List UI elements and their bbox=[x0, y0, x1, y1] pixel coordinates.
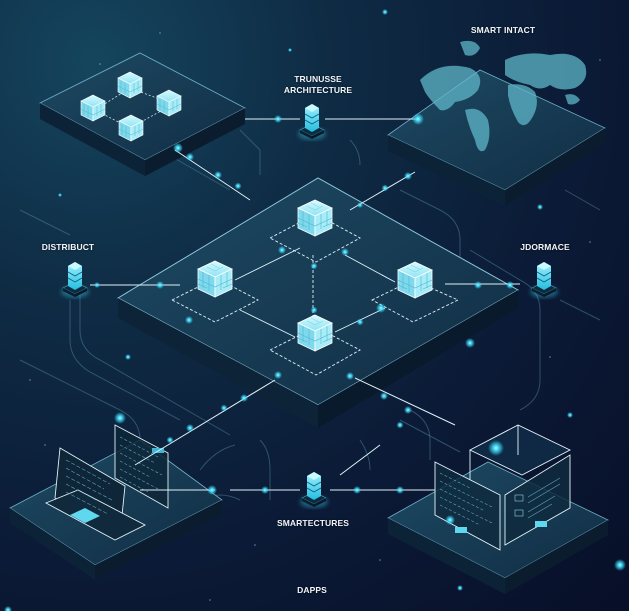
server-right bbox=[530, 262, 558, 298]
dashboard-panel-right bbox=[504, 454, 571, 546]
server-bottom bbox=[300, 472, 328, 508]
dashboard-panel-left bbox=[434, 461, 501, 551]
blockchain-cube bbox=[397, 261, 433, 299]
label-top-center-line1: TRUNUSSE bbox=[294, 74, 342, 84]
top-left-platform bbox=[39, 52, 246, 176]
blockchain-cube bbox=[117, 71, 143, 99]
server-left bbox=[61, 262, 89, 298]
label-top-center-line2: ARCHITECTURE bbox=[283, 85, 353, 95]
label-right: JDORMACE bbox=[520, 242, 570, 252]
server-top bbox=[298, 104, 326, 140]
blockchain-cube bbox=[156, 89, 182, 117]
blockchain-cube bbox=[297, 199, 333, 237]
world-map bbox=[420, 40, 587, 152]
blockchain-cube bbox=[197, 260, 233, 298]
label-top-right: SMART INTACT bbox=[470, 25, 536, 35]
label-bottom-center: SMARTECTURES bbox=[276, 518, 350, 528]
bottom-right-platform bbox=[387, 424, 609, 594]
label-bottom: DAPPS bbox=[297, 585, 327, 595]
star-dots bbox=[29, 32, 601, 601]
label-top-center: TRUNUSSE ARCHITECTURE bbox=[284, 74, 352, 96]
top-right-platform bbox=[387, 40, 606, 206]
blockchain-cube bbox=[118, 114, 144, 142]
bottom-left-platform bbox=[9, 424, 223, 580]
blockchain-cube bbox=[80, 94, 106, 122]
hologram-box bbox=[468, 424, 572, 480]
blockchain-cube bbox=[297, 314, 333, 352]
label-left: DISTRIBUCT bbox=[41, 242, 95, 252]
glow-nodes bbox=[4, 9, 626, 611]
laptop-screen bbox=[44, 447, 146, 541]
central-platform bbox=[116, 177, 520, 428]
